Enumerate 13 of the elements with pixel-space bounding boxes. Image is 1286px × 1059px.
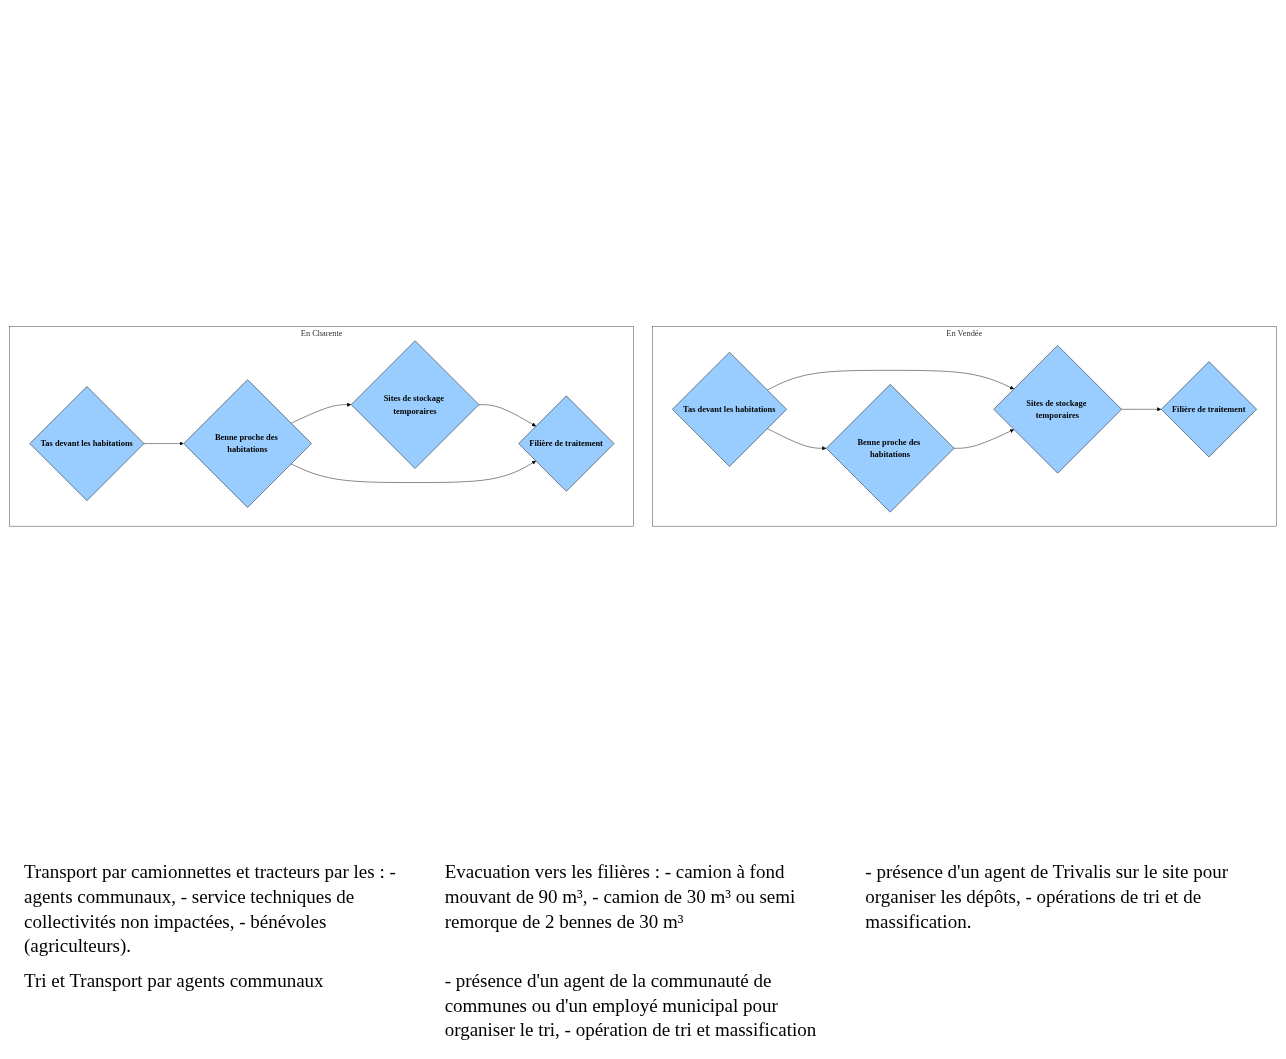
node-diamond: Filière de traitement	[1161, 361, 1257, 457]
node-diamond: Sites de stockage temporaires	[993, 344, 1122, 474]
note-text: Tri et Transport par agents communaux	[24, 968, 325, 993]
node-diamond: Benne proche des habitations	[826, 383, 955, 513]
node-diamond: Tas devant les habitations	[29, 385, 145, 501]
node-diamond: Filière de traitement	[518, 395, 615, 492]
note-text: - présence d'un agent de Trivalis sur le site pour organiser les dépôts, - opérations de tri et de massification.	[865, 860, 1230, 934]
note-text: Transport par camionnettes et tracteurs par les : - agents communaux, - service techniques de collectivités non impactées, - bénévoles (agriculteurs).	[24, 860, 397, 959]
node-diamond: Tas devant les habitations	[672, 351, 787, 467]
node-diamond: Sites de stockage temporaires	[350, 340, 480, 469]
node-diamond: Benne proche des habitations	[183, 379, 312, 508]
note-text: - présence d'un agent de la communauté de communes ou d'un employé municipal pour organiser le tri, - opération de tri et massification	[444, 968, 818, 1043]
note-text: Evacuation vers les filières : - camion à fond mouvant de 90 m³, - camion de 30 m³ ou semi remorque de 2 bennes de 30 m³	[444, 860, 797, 934]
